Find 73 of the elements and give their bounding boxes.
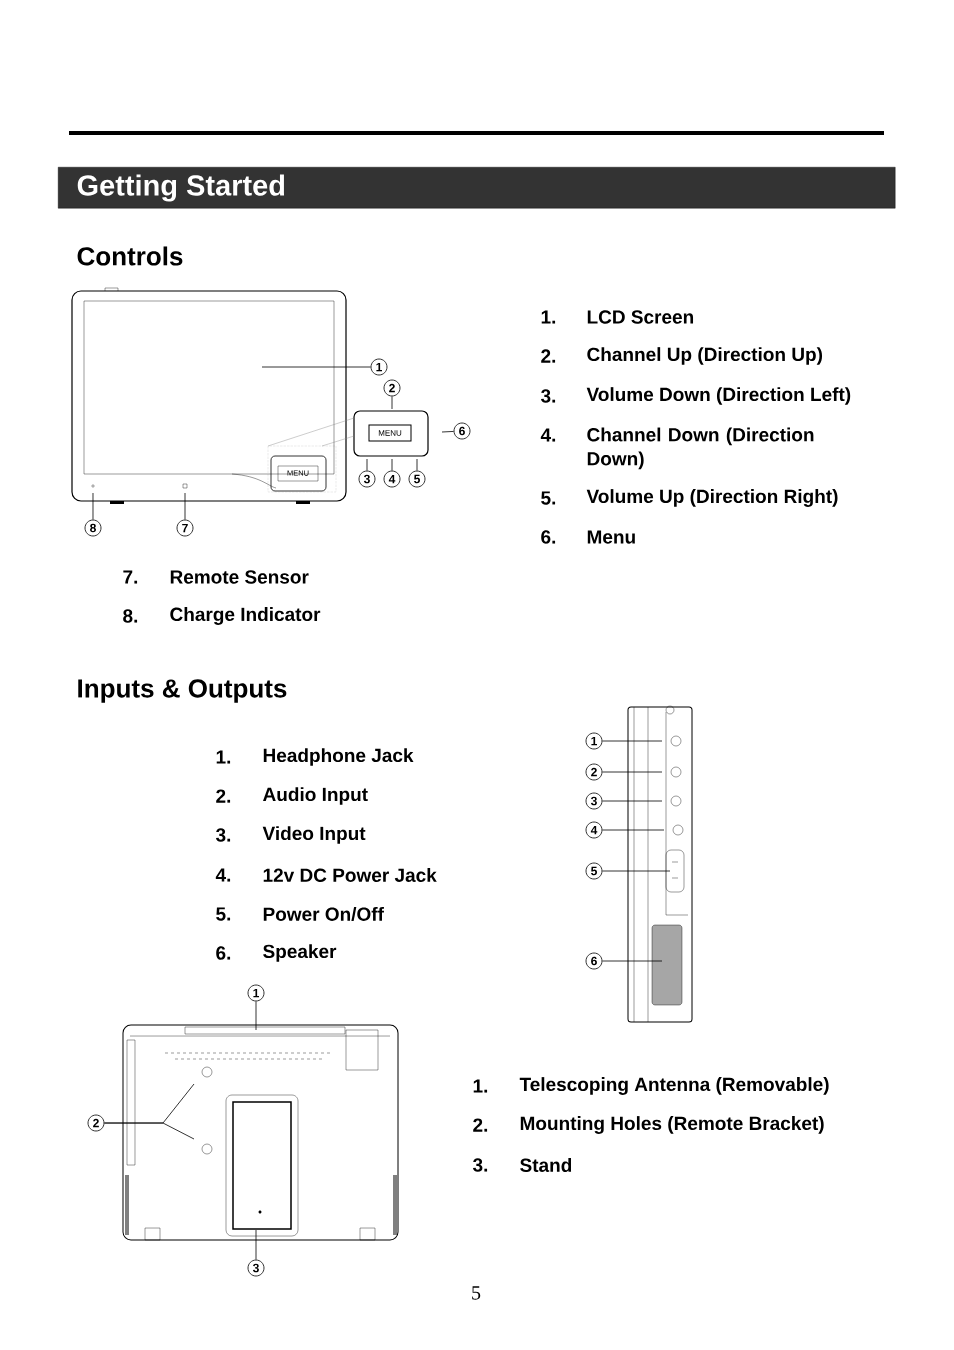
list-item: 12v DC Power Jack bbox=[263, 868, 437, 882]
section-heading: Inputs & Outputs bbox=[78, 679, 287, 703]
list-item: Volume Down (Direction Left) bbox=[586, 387, 851, 405]
list-number: 2. bbox=[473, 1118, 488, 1132]
list-number: 3. bbox=[473, 1158, 488, 1172]
list-number: 1. bbox=[541, 310, 556, 324]
callout-number: 1 bbox=[370, 358, 388, 376]
leader-line bbox=[255, 1001, 257, 1031]
page-number: 5 bbox=[472, 1286, 481, 1300]
leader-line bbox=[416, 458, 418, 471]
leader-line bbox=[602, 870, 671, 872]
list-item: Mounting Holes (Remote Bracket) bbox=[520, 1116, 824, 1134]
list-number: 6. bbox=[541, 530, 556, 544]
callout-number: 7 bbox=[176, 519, 194, 537]
list-number: 3. bbox=[541, 389, 556, 403]
leader-line bbox=[602, 740, 663, 742]
leader-line bbox=[602, 771, 663, 773]
leader-line bbox=[92, 492, 94, 520]
list-item: Remote Sensor bbox=[170, 570, 309, 584]
leader-line bbox=[391, 458, 393, 471]
list-item: Headphone Jack bbox=[263, 748, 414, 766]
callout-number: 1 bbox=[247, 984, 265, 1002]
list-item: Channel Up (Direction Up) bbox=[587, 347, 823, 365]
list-item: Video Input bbox=[262, 826, 366, 844]
leader-line bbox=[602, 960, 663, 962]
list-item: Stand bbox=[520, 1158, 572, 1172]
callout-number: 5 bbox=[408, 470, 426, 488]
callout-number: 3 bbox=[585, 792, 603, 810]
list-number: 6. bbox=[216, 946, 231, 960]
leader-line bbox=[602, 800, 663, 802]
list-item: Telescoping Antenna (Removable) bbox=[519, 1077, 829, 1095]
list-item: Channel Down (Direction Down) bbox=[587, 427, 814, 470]
callout-number: 2 bbox=[383, 379, 401, 397]
leader-line bbox=[255, 1229, 257, 1260]
callout-number: 6 bbox=[585, 952, 603, 970]
callout-number: 8 bbox=[84, 519, 102, 537]
button-label: MENU bbox=[378, 430, 402, 436]
callout-number: 6 bbox=[453, 422, 471, 440]
callout-number: 5 bbox=[585, 862, 603, 880]
list-number: 7. bbox=[123, 570, 138, 584]
leader-line bbox=[261, 366, 371, 368]
callout-number: 2 bbox=[87, 1114, 105, 1132]
list-item: Volume Up (Direction Right) bbox=[586, 489, 838, 507]
list-number: 1. bbox=[473, 1079, 488, 1093]
list-number: 1. bbox=[216, 750, 231, 764]
callout-number: 4 bbox=[585, 821, 603, 839]
list-item: LCD Screen bbox=[587, 310, 694, 324]
list-number: 5. bbox=[216, 907, 231, 921]
list-number: 5. bbox=[541, 491, 556, 505]
leader-line bbox=[441, 431, 454, 433]
list-item: Audio Input bbox=[263, 787, 368, 805]
header-bar: Getting Started bbox=[58, 167, 896, 209]
list-item: Menu bbox=[587, 530, 635, 544]
list-number: 8. bbox=[123, 609, 138, 623]
callout-number: 4 bbox=[383, 470, 401, 488]
leader-line bbox=[104, 1122, 195, 1140]
list-number: 2. bbox=[541, 349, 556, 363]
list-number: 4. bbox=[215, 868, 231, 882]
leader-line bbox=[184, 492, 186, 520]
callout-number: 3 bbox=[358, 470, 376, 488]
list-item: Charge Indicator bbox=[170, 607, 321, 625]
leader-line bbox=[391, 396, 393, 410]
leader-line bbox=[366, 458, 368, 471]
callout-number: 1 bbox=[585, 732, 603, 750]
list-item: Speaker bbox=[263, 944, 337, 962]
callout-number: 2 bbox=[585, 763, 603, 781]
leader-line bbox=[602, 829, 665, 831]
list-number: 4. bbox=[540, 428, 556, 442]
list-number: 2. bbox=[216, 789, 231, 803]
section-heading: Controls bbox=[77, 246, 183, 266]
callout-number: 3 bbox=[247, 1259, 265, 1277]
list-item: Power On/Off bbox=[263, 906, 384, 922]
list-number: 3. bbox=[215, 828, 231, 842]
